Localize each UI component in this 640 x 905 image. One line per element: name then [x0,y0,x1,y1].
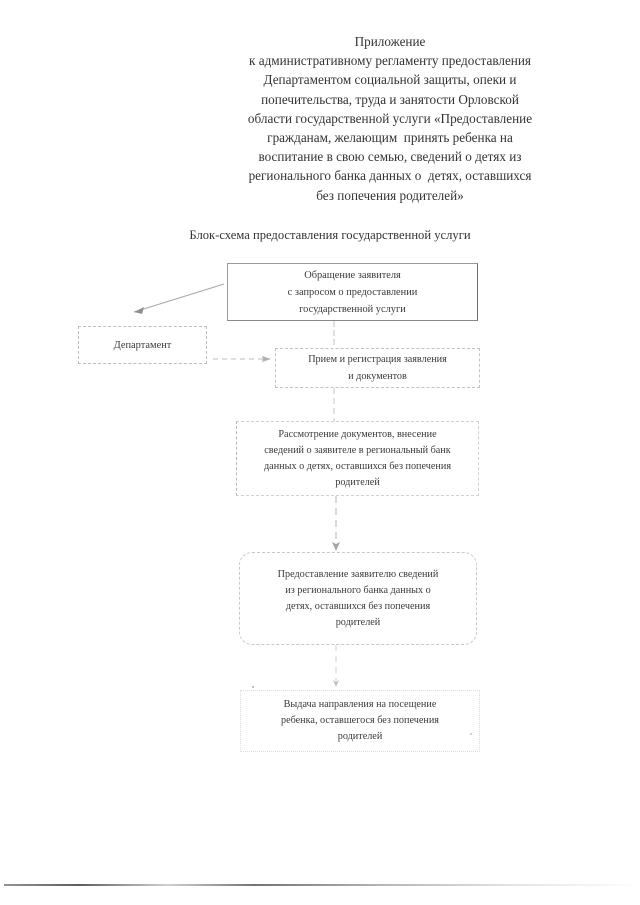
flow-node-request-label: Обращение заявителя с запросом о предост… [287,269,418,315]
header-line: гражданам, желающим принять ребенка на [267,130,513,146]
flow-node-registration: Прием и регистрация заявления и документ… [275,348,480,388]
flow-node-department: Департамент [78,326,207,364]
flow-node-review: Рассмотрение документов, внесение сведен… [236,421,479,496]
header-line: регионального банка данных о детях, оста… [248,168,532,184]
flow-node-referral: Выдача направления на посещение ребенка,… [240,690,480,752]
connector-provide-to-referral [330,645,342,691]
flow-node-review-label: Рассмотрение документов, внесение сведен… [263,428,452,488]
flowchart-title: Блок-схема предоставления государственно… [189,228,471,242]
flow-node-registration-label: Прием и регистрация заявления и документ… [308,354,447,382]
connector-request-to-registration [330,321,338,349]
connector-registration-to-review [330,388,338,422]
flow-node-provide-label: Предоставление заявителю сведений из рег… [277,568,439,628]
header-line: к административному регламенту предостав… [249,53,531,69]
connector-department-to-registration [213,352,279,366]
header-line: Департаментом социальной защиты, опеки и [263,72,517,88]
flow-node-provide: Предоставление заявителю сведений из рег… [239,552,477,645]
scan-artifact-speck [252,686,254,688]
scan-artifact-speck [470,733,472,735]
header-line: области государственной услуги «Предоста… [247,110,533,126]
header-line: попечительства, труда и занятости Орловс… [261,91,519,107]
flow-node-department-label: Департамент [113,339,172,351]
flow-node-referral-label: Выдача направления на посещение ребенка,… [281,699,439,742]
appendix-header: Приложение к административному регламент… [190,32,590,205]
header-line: воспитание в свою семью, сведений о детя… [258,149,522,165]
scan-artifact-baseline [4,884,632,886]
header-line: Приложение [354,34,426,49]
connector-review-to-provide [330,496,342,554]
header-line: без попечения родителей» [316,187,464,203]
connector-request-to-department [120,282,230,318]
flow-node-request: Обращение заявителя с запросом о предост… [227,263,478,321]
